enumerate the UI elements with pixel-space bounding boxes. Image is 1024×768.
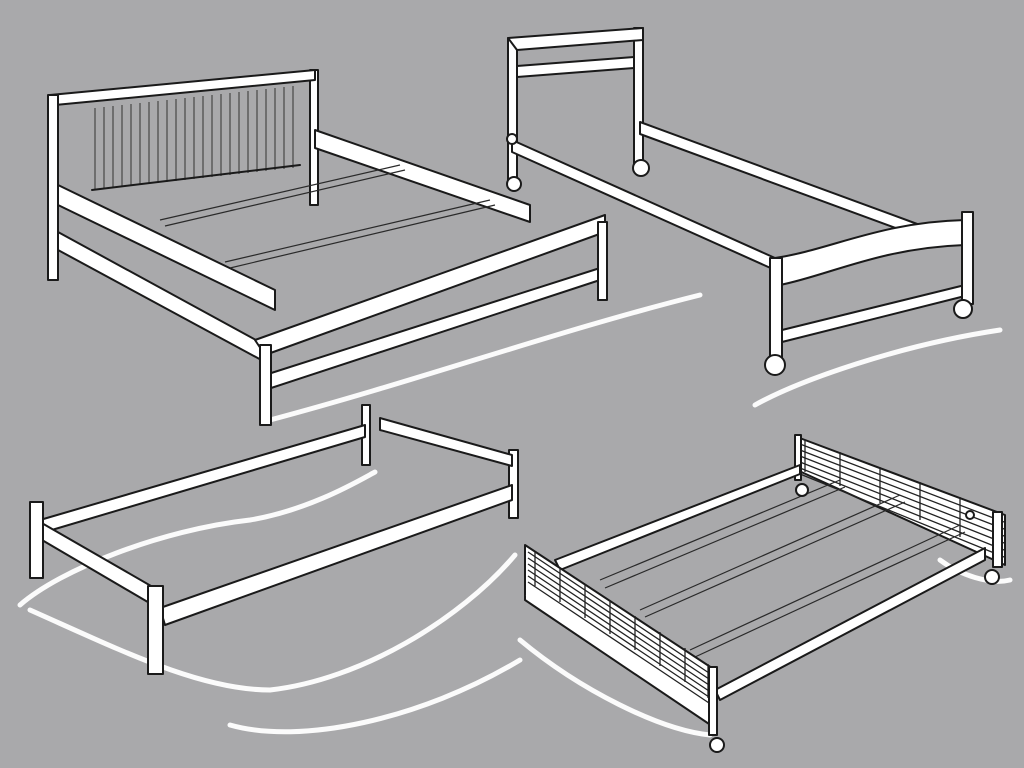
bed-slat xyxy=(694,531,966,658)
post xyxy=(507,37,518,184)
leg xyxy=(597,221,608,301)
headboard-bed-frame xyxy=(47,69,608,426)
highlight-stroke-bottom-right xyxy=(227,557,1013,738)
side-rail-left xyxy=(57,184,276,311)
headboard-slats xyxy=(91,86,301,191)
highlight-stroke-top-right xyxy=(752,327,1003,408)
mesh-end-far xyxy=(794,434,1006,568)
leg xyxy=(29,501,44,579)
bed-slat xyxy=(229,204,496,269)
bed-slat xyxy=(159,164,401,221)
caster-wheel xyxy=(984,569,1000,585)
post xyxy=(633,27,644,169)
leg xyxy=(147,585,164,675)
bed-slat xyxy=(639,494,901,611)
mesh-end-near xyxy=(524,544,718,736)
end-rail-top xyxy=(507,27,644,51)
end-rail-middle xyxy=(516,56,635,78)
highlight-stroke-bottom-left xyxy=(17,469,518,693)
post xyxy=(769,257,783,359)
caster-wheel xyxy=(506,176,522,192)
left-rail xyxy=(39,521,159,609)
headboard-post-left xyxy=(47,94,59,281)
side-rail xyxy=(554,464,801,571)
highlight-stroke-top-left xyxy=(267,292,703,423)
ground-highlights xyxy=(17,292,1013,738)
leg xyxy=(508,449,519,519)
side-rail xyxy=(714,547,986,701)
back-rail xyxy=(39,424,366,533)
bed-slat xyxy=(604,486,846,589)
caster-wheel xyxy=(795,483,809,497)
bed-slat xyxy=(644,501,906,618)
caster-wheel xyxy=(709,737,725,753)
lower-rail xyxy=(781,284,966,343)
low-platform-bed-frame xyxy=(29,404,519,675)
mesh-end-bed-frame xyxy=(524,434,1006,753)
bed-slat xyxy=(164,169,406,227)
caster-wheel xyxy=(632,159,650,177)
caster-wheel xyxy=(506,133,518,145)
caster-wheel xyxy=(764,354,786,376)
bed-slat xyxy=(689,524,961,651)
bed-slat xyxy=(224,199,491,263)
caster-wheel xyxy=(965,510,975,520)
caster-wheel xyxy=(953,299,973,319)
side-rail-far xyxy=(314,129,531,223)
leg xyxy=(259,344,272,426)
rolling-bed-frame xyxy=(506,27,974,376)
right-rail xyxy=(379,417,513,467)
front-rail xyxy=(159,484,513,626)
post xyxy=(961,211,974,305)
end-board xyxy=(774,219,966,286)
